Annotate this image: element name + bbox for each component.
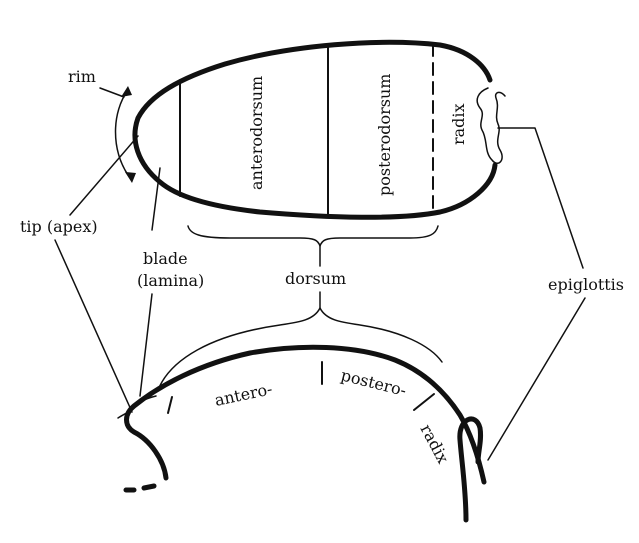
- blade-leader-top: [151, 167, 161, 231]
- rim-arrow-down: [125, 172, 136, 183]
- epiglottis-side: [457, 416, 484, 523]
- posterodorsum-label: posterodorsum: [375, 74, 394, 196]
- radix-side-label: radix: [416, 421, 452, 467]
- blade-annotation: blade (lamina): [137, 167, 204, 397]
- anterodorsum-label: anterodorsum: [247, 76, 266, 190]
- rim-arrow-up: [121, 86, 132, 97]
- tip-leader-top: [69, 135, 139, 216]
- tongue-side-outline: [124, 344, 487, 485]
- tip-leader-bottom: [54, 239, 133, 413]
- postero-label: postero-: [339, 365, 408, 400]
- dorsum-brace-bottom: [157, 307, 443, 391]
- epiglottis-label: epiglottis: [548, 275, 624, 294]
- tongue-top-outline: [132, 39, 498, 220]
- blade-leader-bottom: [139, 293, 153, 397]
- tongue-side-underside: [123, 483, 157, 493]
- tongue-side-view: antero- postero- radix: [117, 344, 487, 523]
- dorsum-label: dorsum: [285, 269, 346, 288]
- blade-label-line1: blade: [143, 249, 188, 268]
- tongue-top-view: anterodorsum posterodorsum radix: [132, 39, 506, 220]
- epiglottis-annotation: epiglottis: [487, 127, 624, 461]
- tip-notch: [117, 395, 157, 419]
- epiglottis-leader-top: [497, 127, 584, 269]
- rim-indicator: rim: [68, 67, 136, 183]
- dorsum-brace-top: [187, 225, 439, 247]
- rim-label: rim: [68, 67, 96, 86]
- blade-label-line2: (lamina): [137, 271, 204, 290]
- side-radix-tick: [413, 393, 435, 411]
- side-blade-tick: [167, 396, 173, 414]
- rim-leader: [99, 87, 125, 98]
- radix-top-label: radix: [449, 103, 468, 145]
- dorsum-annotation: dorsum: [157, 225, 443, 391]
- tip-annotation: tip (apex): [20, 135, 139, 413]
- rim-arc: [114, 89, 131, 179]
- epiglottis-top: [476, 87, 506, 164]
- antero-label: antero-: [213, 379, 274, 410]
- tip-label: tip (apex): [20, 217, 98, 236]
- epiglottis-leader-bottom: [487, 297, 586, 461]
